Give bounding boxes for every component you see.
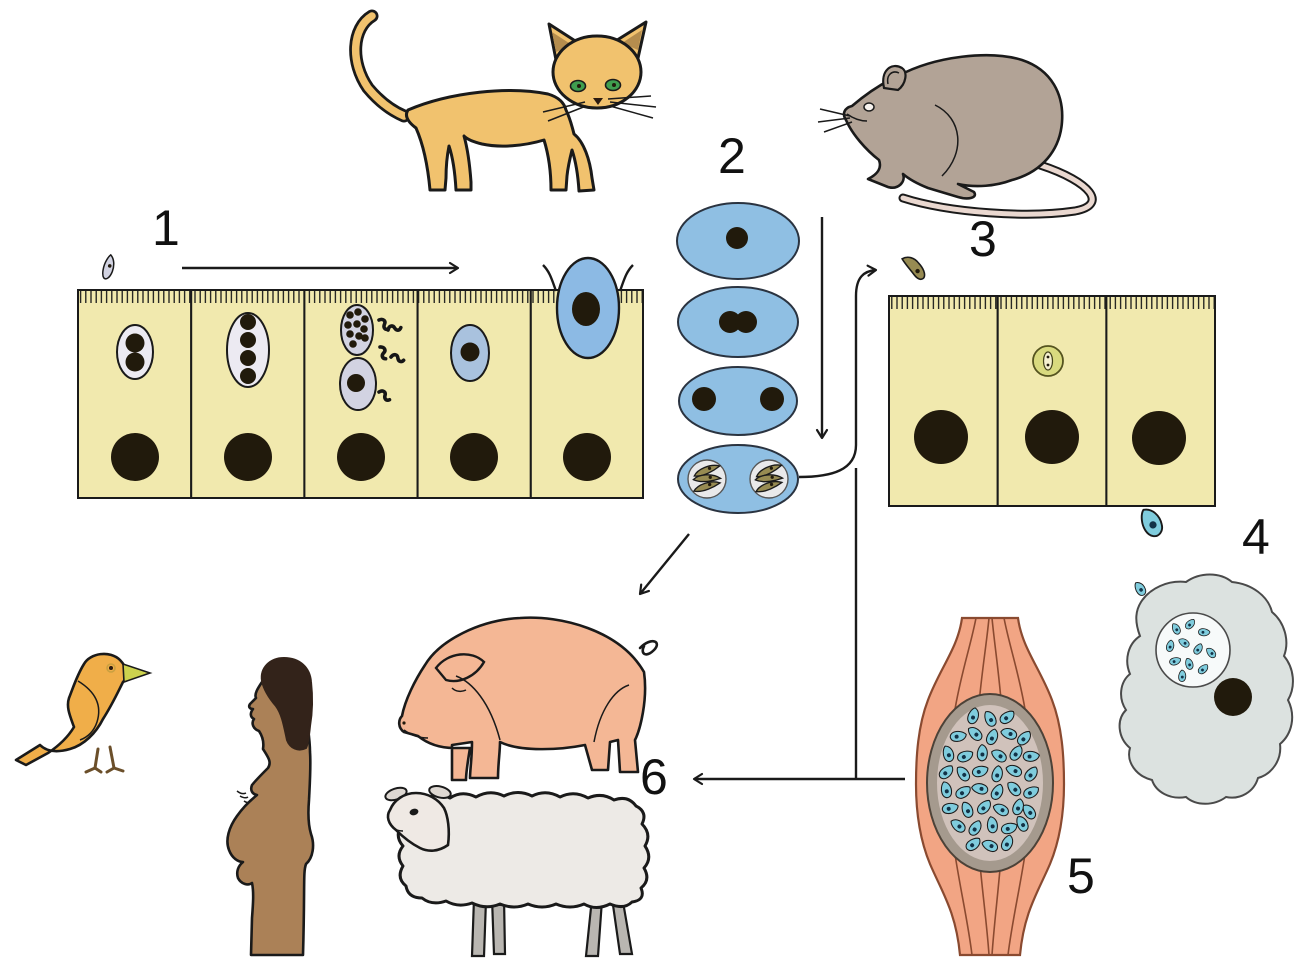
cat-whiskers [542, 95, 657, 122]
sheep-fleece [396, 791, 651, 909]
released-tachyzoite [1135, 504, 1168, 541]
bird-wing-line [77, 680, 100, 741]
bird-beak [122, 662, 153, 684]
membrane-curl-left [542, 264, 558, 292]
rat-whiskers [817, 108, 853, 133]
oocyst-column [676, 202, 800, 514]
rat-haunch-line [934, 104, 959, 177]
cat-body [404, 89, 596, 193]
sheep-mouth [390, 823, 404, 832]
pig-ear [434, 653, 486, 683]
woman-hand-fingers [236, 790, 252, 804]
host-cell [1118, 573, 1294, 805]
stage-label-3: 3 [969, 211, 997, 267]
brush-border [79, 291, 642, 303]
host-cell-membrane [1118, 573, 1294, 805]
cat-figure [349, 9, 657, 193]
host-cell-nucleus [1214, 678, 1252, 716]
oocyst-two-sporoblasts [678, 366, 798, 436]
muscle-tissue-cyst [914, 616, 1066, 957]
stage-label-5: 5 [1067, 848, 1095, 904]
bird-eye-ring [106, 663, 116, 673]
pig-figure [397, 616, 659, 782]
rat-eye [863, 102, 875, 112]
flow-arrows [182, 217, 905, 786]
arrow-oocyst-to-hosts [638, 533, 690, 596]
sheep-eye [409, 808, 419, 816]
rat-body [842, 53, 1064, 200]
bird-figure [14, 652, 153, 774]
epithelium-strip-1 [77, 253, 644, 499]
entering-tachyzoite [1131, 579, 1149, 598]
membrane-curl-right [618, 264, 634, 292]
cyst-interior [937, 705, 1043, 861]
arrow-oocyst-to-stage3 [798, 264, 878, 479]
pig-tail [638, 639, 659, 656]
pregnant-woman-figure [226, 656, 315, 957]
epithelium-strip-2 [888, 256, 1217, 541]
pig-mouth [403, 729, 429, 739]
cat-nose [593, 98, 603, 105]
cat-head [542, 20, 657, 122]
sheep-figure [384, 785, 651, 958]
pig-nostril [402, 721, 406, 725]
sheep-head [386, 791, 451, 852]
sporozoite [901, 256, 926, 281]
bird-eye [109, 666, 113, 670]
woman-hair [260, 656, 314, 751]
merozoite-dots [344, 308, 369, 348]
cell-nucleus [111, 433, 159, 481]
invading-parasite-crescent [102, 253, 115, 280]
stage-label-1: 1 [152, 200, 180, 256]
sheep-ear-right [428, 785, 452, 799]
sheep-legs [470, 894, 634, 958]
pig-eye [451, 687, 467, 693]
brush-border [890, 297, 1214, 309]
stage-label-4: 4 [1242, 509, 1270, 565]
pig-body [397, 616, 647, 782]
rat-ear [882, 64, 907, 92]
rat-figure [817, 53, 1097, 219]
bird-legs [84, 745, 125, 774]
stage-label-6: 6 [640, 749, 668, 805]
stage-label-2: 2 [718, 128, 746, 184]
